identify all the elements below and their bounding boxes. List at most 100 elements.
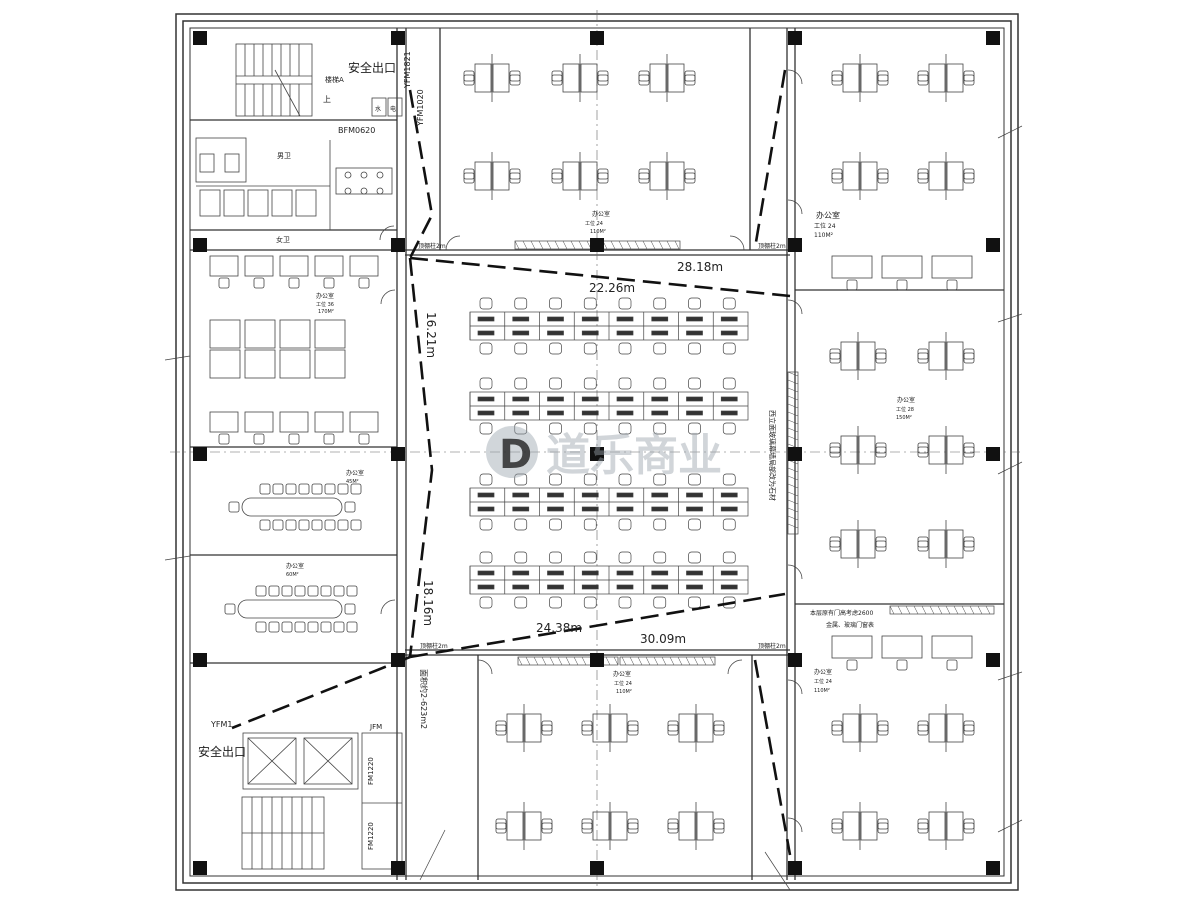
desk-pair	[881, 255, 923, 291]
meeting-chair	[294, 585, 306, 597]
core-bottom-left	[241, 732, 403, 870]
desk-cluster	[831, 54, 889, 102]
office-s-label: 办公室	[613, 670, 631, 678]
desk-pair	[349, 411, 379, 445]
meeting-chair	[255, 585, 267, 597]
structural-column	[986, 31, 1000, 45]
meeting-chair	[259, 483, 271, 495]
office-n-seats: 工位 24	[585, 220, 603, 227]
strip-tick	[549, 656, 555, 666]
office-se-label: 办公室	[814, 668, 832, 676]
workstation-seat	[573, 377, 599, 435]
strip-tick	[961, 605, 967, 615]
workstation-seat	[643, 297, 669, 355]
office-se-area: 110M²	[814, 688, 830, 694]
watermark-logo-icon	[486, 426, 538, 478]
womens-room-label: 女卫	[276, 235, 290, 244]
desk-cluster	[495, 802, 553, 850]
structural-column	[590, 861, 604, 875]
desk-cluster	[917, 426, 975, 474]
strip-tick	[514, 240, 520, 250]
edge-ticks	[164, 125, 1023, 891]
workstation-seat	[643, 473, 669, 531]
strip-tick	[787, 507, 799, 513]
strip-tick	[578, 240, 584, 250]
meeting-chair	[285, 483, 297, 495]
meeting-chair	[255, 621, 267, 633]
strip-tick	[570, 240, 576, 250]
strip-tick	[787, 483, 799, 489]
door-fm1220-a: FM1220	[367, 757, 375, 785]
meeting-chair	[281, 585, 293, 597]
workstation-seat	[678, 297, 703, 355]
door-bfm0620: BFM0620	[338, 126, 375, 135]
meeting-chair	[294, 621, 306, 633]
strip-tick	[629, 656, 635, 666]
meeting-chair	[298, 519, 310, 531]
strip-tick	[945, 605, 951, 615]
structural-column	[391, 238, 405, 252]
strip-tick	[557, 656, 563, 666]
strip-tick	[522, 240, 528, 250]
workstation-seat	[539, 377, 564, 435]
workstation-seat	[712, 377, 738, 435]
mens-room-label: 男卫	[277, 152, 291, 160]
strip-tick	[538, 240, 544, 250]
desk-cluster	[667, 802, 725, 850]
structural-column	[788, 31, 802, 45]
structural-column	[788, 653, 802, 667]
strip-tick	[969, 605, 975, 615]
strip-tick	[709, 656, 715, 666]
strip-tick	[787, 499, 799, 505]
structural-column	[986, 238, 1000, 252]
meeting-chair	[337, 519, 349, 531]
desk-pair	[279, 255, 309, 289]
strip-tick	[787, 395, 799, 401]
office-w-seats: 工位 36	[316, 301, 334, 308]
dimension-22-26: 22.26m	[589, 281, 635, 295]
desk-cluster-west	[279, 319, 311, 349]
office-s-area: 110M²	[616, 689, 632, 695]
structural-column	[193, 31, 207, 45]
workstation-seat	[643, 377, 669, 435]
desk-cluster	[463, 54, 521, 102]
strip-tick	[613, 656, 619, 666]
watermark-monogram: D	[499, 432, 532, 478]
meeting-tables	[237, 497, 343, 619]
strip-tick	[658, 240, 664, 250]
strip-tick	[985, 605, 991, 615]
desk-cluster	[667, 704, 725, 752]
office-ne-area: 110M²	[814, 232, 834, 239]
desk-cluster	[917, 802, 975, 850]
desk-cluster	[831, 704, 889, 752]
dimension-24-38: 24.38m	[536, 621, 582, 635]
watermark-text: 道乐商业	[546, 430, 722, 481]
column-note-br: 顶棚柱2m	[758, 642, 786, 650]
strip-tick	[530, 240, 536, 250]
meeting-chair	[272, 483, 284, 495]
strip-tick	[626, 240, 632, 250]
desk-pair	[831, 255, 873, 291]
desk-pair	[209, 255, 239, 289]
se-note-2: 金属、玻璃门窗表	[826, 621, 874, 629]
meeting-chair	[281, 621, 293, 633]
center-vertical-note: 西立面玻璃幕墙局部改为石材	[768, 410, 777, 501]
se-note-1: 本层原有门高考虑2600	[810, 609, 873, 617]
strip-tick	[787, 411, 799, 417]
strip-tick	[618, 240, 624, 250]
meeting-chair	[268, 621, 280, 633]
workstation-seat	[469, 377, 495, 435]
strip-tick	[645, 656, 651, 666]
meeting-chair	[346, 621, 358, 633]
strip-tick	[666, 240, 672, 250]
structural-columns	[193, 31, 1000, 875]
meeting-1-label: 办公室	[346, 469, 364, 477]
meeting-chair	[333, 621, 345, 633]
office-n-label: 办公室	[592, 210, 610, 218]
strip-tick	[674, 240, 680, 250]
shaft-right: 电	[390, 105, 396, 113]
structural-column	[391, 447, 405, 461]
structural-column	[193, 861, 207, 875]
meeting-chair	[285, 519, 297, 531]
desk-pair	[279, 411, 309, 445]
